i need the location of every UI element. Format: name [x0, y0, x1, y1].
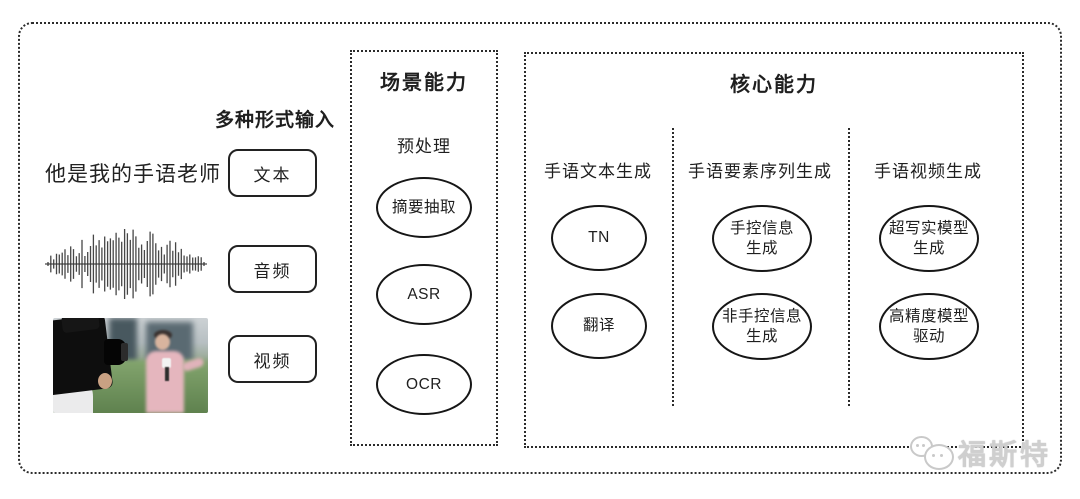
video-thumbnail-image [53, 318, 208, 413]
column-header-sign-element-sequence-generation: 手语要素序列生成 [688, 162, 832, 181]
audio-waveform-icon [45, 229, 207, 299]
input-type-text-label: 文本 [253, 165, 292, 185]
node-translation: 翻译 [551, 293, 647, 359]
input-type-video-label: 视频 [253, 351, 292, 371]
input-type-text-box: 文本 [228, 149, 317, 197]
core-column-divider [848, 128, 850, 406]
chat-bubbles-icon [908, 434, 958, 472]
core-column-divider [672, 128, 674, 406]
column-header-sign-video-generation: 手语视频生成 [874, 162, 982, 181]
photo-camera-lens [104, 338, 127, 365]
node-high-precision-model-driving: 高精度模型 驱动 [879, 293, 979, 360]
node-tn: TN [551, 205, 647, 271]
photo-cameraman-hand [97, 373, 112, 390]
node-ocr: OCR [376, 354, 472, 415]
photo-microphone-handle [165, 367, 170, 382]
photo-microphone [162, 357, 172, 368]
node-manual-info-generation: 手控信息 生成 [712, 205, 812, 272]
watermark-text: 福斯特 [958, 439, 1052, 470]
node-asr: ASR [376, 264, 472, 325]
node-abstract-extraction: 摘要抽取 [376, 177, 472, 238]
core-capability-box: 核心能力 [524, 52, 1024, 448]
photo-reporter-head [155, 334, 171, 351]
outer-dashed-border [18, 22, 1062, 474]
node-hyperrealistic-model-generation: 超写实模型 生成 [879, 205, 979, 272]
column-header-sign-text-generation: 手语文本生成 [544, 162, 652, 181]
watermark: 福斯特 [908, 433, 1051, 473]
node-non-manual-info-generation: 非手控信息 生成 [712, 293, 812, 360]
input-type-audio-label: 音频 [253, 261, 292, 281]
scene-capability-title: 场景能力 [380, 72, 468, 94]
sample-sentence: 他是我的手语老师 [45, 163, 221, 186]
scene-capability-box: 场景能力 预处理 [350, 50, 498, 446]
input-type-audio-box: 音频 [228, 245, 317, 293]
core-capability-title: 核心能力 [730, 74, 818, 96]
chat-bubble-large [924, 444, 954, 470]
photo-camera-lens-ring [121, 342, 129, 361]
preprocess-label: 预处理 [397, 137, 451, 156]
input-section-label: 多种形式输入 [214, 110, 335, 131]
input-type-video-box: 视频 [228, 335, 317, 383]
